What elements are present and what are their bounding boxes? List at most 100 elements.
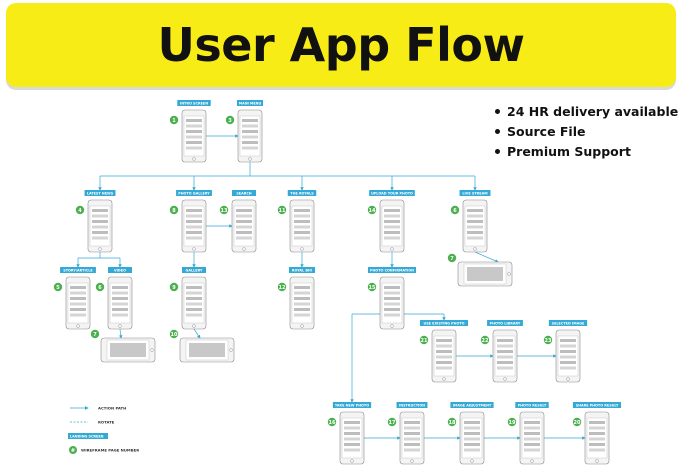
screen-label: MAIN MENU <box>239 101 262 105</box>
wireframe-block <box>242 141 258 144</box>
page-number-badge <box>69 446 77 454</box>
wireframe-block <box>589 437 605 441</box>
wireframe-block <box>186 220 202 223</box>
wireframe-block <box>294 308 310 311</box>
screen-upload-photo: UPLOAD YOUR PHOTO 14 <box>367 190 415 253</box>
wireframe-block <box>524 448 540 452</box>
wireframe-block <box>560 355 576 359</box>
wireframe-block <box>236 220 252 223</box>
wireframe-block <box>186 214 202 218</box>
home-button-icon <box>530 459 534 463</box>
screen-label-bg <box>176 190 212 196</box>
screen-label: INTRO SCREEN <box>180 101 208 105</box>
wireframe-block <box>436 366 452 370</box>
wireframe-block <box>112 297 128 300</box>
wireframe-block <box>436 339 452 342</box>
feature-label: Premium Support <box>507 144 631 159</box>
page-number: 15 <box>369 285 376 291</box>
page-number-badge <box>75 205 85 215</box>
page-number-badge <box>367 205 377 215</box>
bullet-icon <box>495 109 500 114</box>
page-number: 13 <box>221 208 228 214</box>
screen-label: UPLOAD YOUR PHOTO <box>371 191 413 195</box>
wireframe-block <box>524 443 540 446</box>
page-number-badge <box>169 205 179 215</box>
screen-label: STORY/ARTICLE <box>63 268 93 272</box>
screen-label-bg <box>232 190 256 196</box>
page-number-badge <box>53 282 63 292</box>
wireframe-block <box>384 313 400 317</box>
feature-item: Source File <box>495 124 678 139</box>
wireframe-block <box>384 308 400 311</box>
screen-label-bg <box>177 100 211 106</box>
page-number: 22 <box>482 338 489 344</box>
screen-main-menu: MAIN MENU 3 <box>225 100 264 163</box>
wireframe-block <box>344 437 360 441</box>
wireframe-block <box>464 448 480 452</box>
wireframe-block <box>186 141 202 144</box>
wireframe-block <box>467 220 483 223</box>
wireframe-block <box>589 421 605 424</box>
wireframe-block <box>384 225 400 229</box>
page-number: 21 <box>421 338 428 344</box>
wireframe-block <box>92 214 108 218</box>
wireframe-block <box>70 308 86 311</box>
page-number: 6 <box>98 285 102 291</box>
screen-label-bg <box>288 267 316 273</box>
screen-label-bg <box>108 267 132 273</box>
page-number-badge <box>387 417 397 427</box>
bullet-icon <box>495 129 500 134</box>
home-button-icon <box>507 272 511 276</box>
wireframe-block <box>92 236 108 240</box>
screen-video-full: 7 <box>90 329 156 363</box>
wireframe-block <box>404 426 420 430</box>
wireframe-block <box>464 426 480 430</box>
flow-connector <box>193 328 201 339</box>
wireframe-block <box>384 302 400 306</box>
wireframe-block <box>186 209 202 212</box>
wireframe-block <box>70 313 86 317</box>
page-number: 12 <box>279 285 286 291</box>
page-number: 14 <box>369 208 376 214</box>
wireframe-block <box>186 313 202 317</box>
home-button-icon <box>98 247 102 251</box>
wireframe-block <box>189 343 225 357</box>
wireframe-block <box>186 119 202 122</box>
wireframe-block <box>112 302 128 306</box>
screen-label-bg <box>369 190 415 196</box>
screen-live-stream-full: 7 <box>447 253 513 287</box>
screen-label-bg <box>487 320 523 326</box>
wireframe-block <box>589 426 605 430</box>
connector-lines <box>76 134 586 440</box>
wireframe-block <box>70 291 86 295</box>
page-number: 20 <box>574 420 581 426</box>
home-button-icon <box>300 247 304 251</box>
screen-label: IMAGE ADJUSTMENT <box>453 403 492 407</box>
wireframe-block <box>404 432 420 435</box>
page-number: 3 <box>228 118 232 124</box>
wireframe-block <box>186 236 202 240</box>
wireframe-block <box>344 432 360 435</box>
wireframe-block <box>436 350 452 353</box>
home-button-icon <box>410 459 414 463</box>
wireframe-block <box>242 119 258 122</box>
wireframe-block <box>497 344 513 348</box>
wireframe-block <box>464 421 480 424</box>
wireframe-block <box>70 297 86 300</box>
home-button-icon <box>192 247 196 251</box>
screen-label: SHARE PHOTO RESULT <box>576 403 619 407</box>
wireframe-block <box>110 343 146 357</box>
screen-label: GALLERY <box>186 268 203 272</box>
page-number-badge <box>572 417 582 427</box>
screen-label: PHOTO CONFIRMATION <box>370 268 414 272</box>
home-button-icon <box>192 157 196 161</box>
feature-item: 24 HR delivery available <box>495 104 678 119</box>
wireframe-block <box>384 214 400 218</box>
